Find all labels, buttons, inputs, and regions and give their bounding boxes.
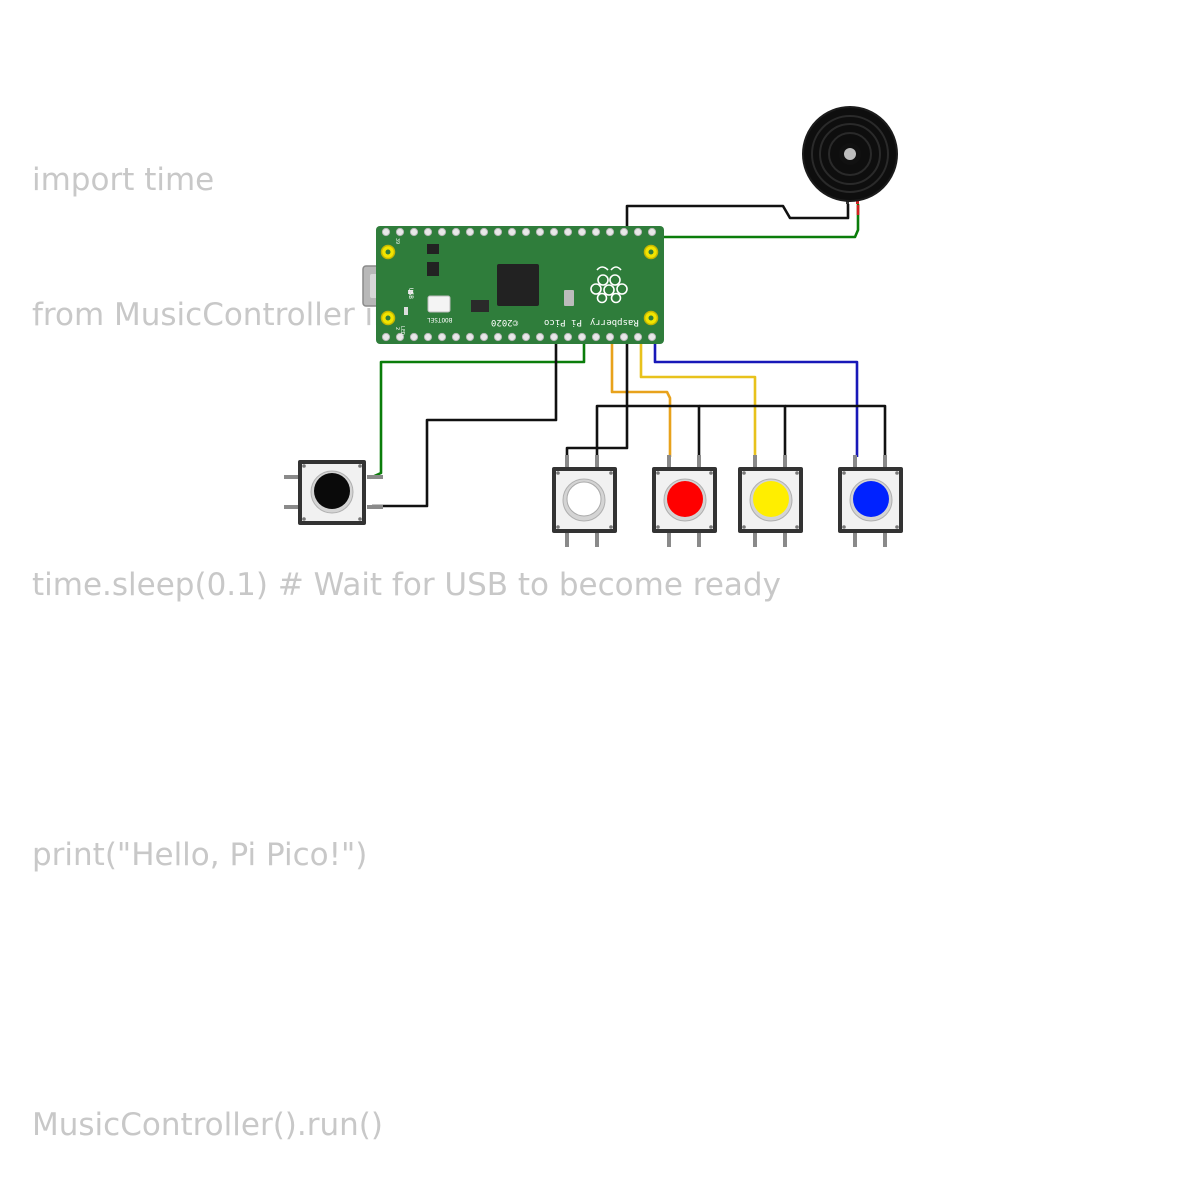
header-pin xyxy=(633,227,643,237)
pushbutton-red[interactable] xyxy=(652,455,717,547)
header-pin xyxy=(605,227,615,237)
header-pin xyxy=(451,227,461,237)
header-pin xyxy=(647,227,657,237)
pushbutton-blue[interactable] xyxy=(838,455,903,547)
header-pin xyxy=(437,332,447,342)
circuit-diagram: Raspberry Pi Pico ©2020 USB BOOTSEL LED … xyxy=(284,106,903,547)
header-pin xyxy=(409,227,419,237)
header-pin xyxy=(577,227,587,237)
header-pin xyxy=(423,227,433,237)
wire-black xyxy=(565,446,597,457)
header-pin xyxy=(493,332,503,342)
pin-39-label: 39 xyxy=(394,238,400,244)
code-line: MusicController().run() xyxy=(32,1107,383,1143)
header-pin xyxy=(381,332,391,342)
wire-green xyxy=(630,204,860,239)
header-pin xyxy=(563,332,573,342)
regulator-chip xyxy=(427,244,439,254)
led-indicator xyxy=(404,307,408,315)
header-pin xyxy=(395,227,405,237)
code-line: print("Hello, Pi Pico!") xyxy=(32,837,368,873)
board-brand-label: Raspberry xyxy=(589,317,638,327)
code-line xyxy=(32,698,781,743)
header-pin xyxy=(591,227,601,237)
header-pin xyxy=(535,227,545,237)
header-pin xyxy=(381,227,391,237)
wire-orange xyxy=(610,335,672,457)
header-pin xyxy=(451,332,461,342)
wires xyxy=(369,204,887,508)
crystal xyxy=(564,290,574,306)
raspberry-logo-icon xyxy=(590,266,628,304)
buzzer-center-icon xyxy=(844,148,856,160)
header-pin xyxy=(395,332,405,342)
header-pin xyxy=(647,332,657,342)
pin-2-label: 2 xyxy=(394,327,400,330)
header-pin xyxy=(493,227,503,237)
flash-chip xyxy=(471,300,489,312)
wire-black xyxy=(625,204,850,236)
header-pin xyxy=(507,332,517,342)
board-year-label: ©2020 xyxy=(491,317,518,327)
header-pin xyxy=(437,227,447,237)
button-cap-white[interactable] xyxy=(566,481,602,517)
code-line xyxy=(32,968,781,1013)
button-cap-yellow[interactable] xyxy=(753,481,789,517)
smd-part xyxy=(408,290,413,294)
header-pin xyxy=(479,332,489,342)
header-pin xyxy=(521,332,531,342)
pi-pico-board[interactable]: Raspberry Pi Pico ©2020 USB BOOTSEL LED … xyxy=(362,226,664,344)
regulator-chip xyxy=(427,262,439,276)
code-line: time.sleep(0.1) # Wait for USB to become… xyxy=(32,567,781,603)
wire-black xyxy=(595,404,701,457)
wire-black xyxy=(595,335,629,457)
wire-black xyxy=(785,404,887,457)
header-pin xyxy=(619,332,629,342)
header-pin xyxy=(619,227,629,237)
header-pin xyxy=(409,332,419,342)
usb-label: USB xyxy=(407,288,414,299)
header-pin xyxy=(633,332,643,342)
header-pins xyxy=(381,227,657,342)
board-model-label: Pi Pico xyxy=(544,317,582,327)
button-cap-black[interactable] xyxy=(314,473,350,509)
header-pin xyxy=(479,227,489,237)
header-pin xyxy=(563,227,573,237)
wire-black xyxy=(699,404,787,457)
button-cap-blue[interactable] xyxy=(853,481,889,517)
header-pin xyxy=(465,227,475,237)
header-pin xyxy=(605,332,615,342)
header-pin xyxy=(423,332,433,342)
bootsel-button[interactable] xyxy=(427,295,451,313)
wire-green xyxy=(369,335,586,480)
wire-yellow xyxy=(639,335,757,457)
code-line: import time xyxy=(32,162,215,198)
pushbutton-yellow[interactable] xyxy=(738,455,803,547)
piezo-buzzer[interactable] xyxy=(802,106,898,204)
header-pin xyxy=(521,227,531,237)
header-pin xyxy=(549,227,559,237)
header-pin xyxy=(507,227,517,237)
wire-blue xyxy=(653,335,859,457)
header-pin xyxy=(465,332,475,342)
wire-black xyxy=(372,335,558,508)
bootsel-label: BOOTSEL xyxy=(427,316,453,323)
led-label: LED xyxy=(399,326,405,335)
header-pin xyxy=(577,332,587,342)
header-pin xyxy=(591,332,601,342)
pushbutton-white[interactable] xyxy=(552,455,617,547)
header-pin xyxy=(535,332,545,342)
pushbutton-black[interactable] xyxy=(284,460,383,525)
button-cap-red[interactable] xyxy=(667,481,703,517)
rp2040-chip xyxy=(497,264,539,306)
header-pin xyxy=(549,332,559,342)
